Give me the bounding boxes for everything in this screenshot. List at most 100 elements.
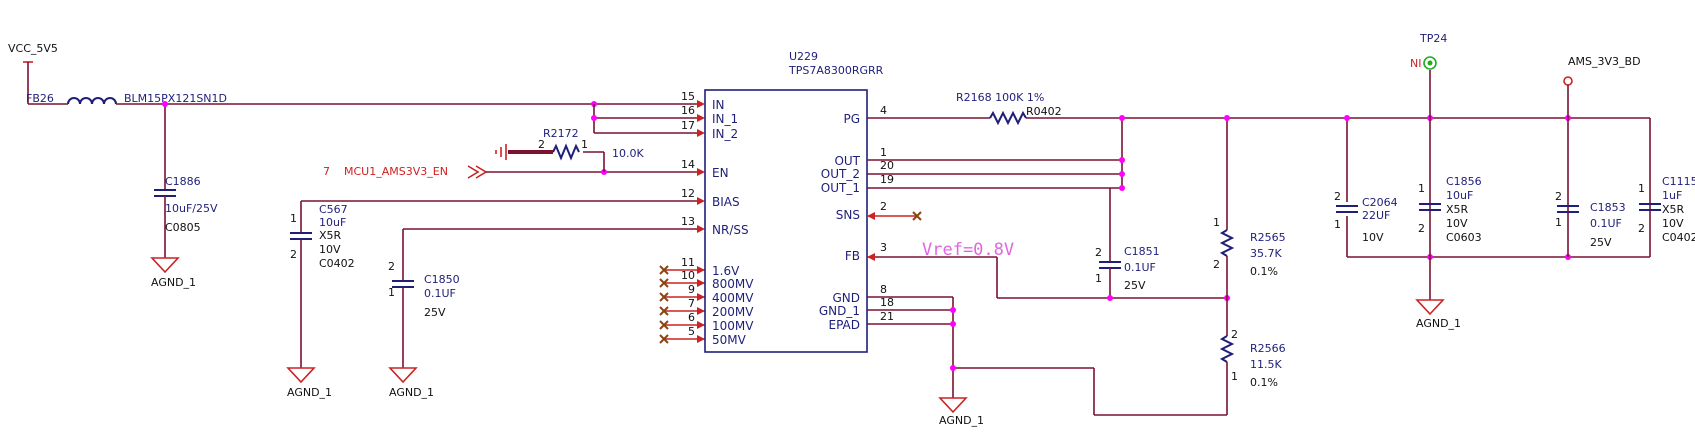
pin-name: 100MV [712,319,754,333]
pin-arrow [697,279,705,287]
c1851-pin2: 2 [1095,246,1102,259]
pin-arrows-left [697,100,705,343]
pin-arrow [697,307,705,315]
pin-name: EN [712,166,729,180]
no-connect-icon [659,278,669,288]
c2064-ref: C2064 [1362,196,1398,209]
c1850-pin2: 2 [388,260,395,273]
gnd-label: AGND_1 [389,386,434,399]
c2064-value: 22UF [1362,209,1390,222]
pin-arrows-right [867,212,875,261]
pin-number: 19 [880,173,894,186]
pin-arrow [697,114,705,122]
pin-name: GND [832,291,860,305]
junction [1119,115,1125,121]
pin-number: 7 [688,297,695,310]
pin-number: 1 [880,146,887,159]
c567-pkg: C0402 [319,257,355,270]
c1851-ref: C1851 [1124,245,1160,258]
pin-name: IN_1 [712,112,738,126]
pin-number: 15 [681,90,695,103]
test-point-center [1427,60,1433,66]
no-connect-icon [659,292,669,302]
gnd-label: AGND_1 [1416,317,1461,330]
junction [1119,185,1125,191]
r2566-tol: 0.1% [1250,376,1278,389]
ferrite-bead-symbol [67,97,117,105]
c567-ref: C567 [319,203,348,216]
r2172-ref: R2172 [543,127,579,140]
junction [950,365,956,371]
c1850-ref: C1850 [424,273,460,286]
r2565-value: 35.7K [1250,247,1282,260]
pin-arrow [697,129,705,137]
r2565-tol: 0.1% [1250,265,1278,278]
pin-name: 200MV [712,305,754,319]
c1856-pin1: 1 [1418,182,1425,195]
pin-number: 6 [688,311,695,324]
pin-name: IN [712,98,725,112]
ground-icon [938,397,968,414]
c1853-pin1: 1 [1555,216,1562,229]
r2565-pin1: 1 [1213,216,1220,229]
tp24-ni-label: NI [1410,57,1421,70]
no-connect-icon [659,334,669,344]
pin-name: SNS [836,208,860,222]
pin-name: 800MV [712,277,754,291]
r2168-ref: R2168 100K 1% [956,91,1044,104]
junction [1224,115,1230,121]
c1115-volt: 10V [1662,217,1684,230]
pin-name: OUT_2 [821,167,860,181]
r2168-symbol [989,110,1027,126]
c2064-pin1: 1 [1334,218,1341,231]
pin-arrow [867,253,875,261]
c1886-ref: C1886 [165,175,201,188]
c1115-pkg: C0402 [1662,231,1695,244]
pin-name: 400MV [712,291,754,305]
pin-arrow [697,266,705,274]
c1850-value: 0.1UF [424,287,456,300]
c1115-diel: X5R [1662,203,1685,216]
c1115-ref: C1115 [1662,175,1695,188]
vref-annotation: Vref=0.8V [922,240,1014,260]
c1856-pin2: 2 [1418,222,1425,235]
c1115-pin1: 1 [1638,182,1645,195]
ground-icon [150,257,180,274]
c1856-volt: 10V [1446,217,1468,230]
r2566-value: 11.5K [1250,358,1282,371]
tp24-ref: TP24 [1419,32,1447,45]
pin-name: GND_1 [819,304,860,318]
gnd-label: AGND_1 [939,414,984,427]
r2566-symbol [1219,335,1235,363]
pin-number: 18 [880,296,894,309]
fb-ref: FB26 [26,92,54,105]
no-connect-icon [659,320,669,330]
ic-part: TPS7A8300RGRR [788,64,884,77]
pin-name: 50MV [712,333,747,347]
pin-number: 4 [880,104,887,117]
pin-name: EPAD [829,318,861,332]
c567-volt: 10V [319,243,341,256]
ams-rail-label: AMS_3V3_BD [1568,55,1641,68]
ic-u229-body [704,89,868,353]
junction [950,307,956,313]
r2565-symbol [1219,229,1235,257]
pin-name: PG [843,112,860,126]
gnd-label: AGND_1 [151,276,196,289]
r2566-pin1: 1 [1231,370,1238,383]
c1853-pin2: 2 [1555,190,1562,203]
c2064-gap [1344,202,1350,216]
en-net-name: MCU1_AMS3V3_EN [344,165,448,178]
junction [591,115,597,121]
c1886-pkg: C0805 [165,221,201,234]
pin-arrow [697,100,705,108]
junction [1107,295,1113,301]
c1853-ref: C1853 [1590,201,1626,214]
no-connect-icon [912,211,922,221]
r2168-pkg: R0402 [1026,105,1062,118]
test-point-icon [1423,56,1437,70]
c1856-ref: C1856 [1446,175,1482,188]
pin-number: 13 [681,215,695,228]
c1851-pin1: 1 [1095,272,1102,285]
